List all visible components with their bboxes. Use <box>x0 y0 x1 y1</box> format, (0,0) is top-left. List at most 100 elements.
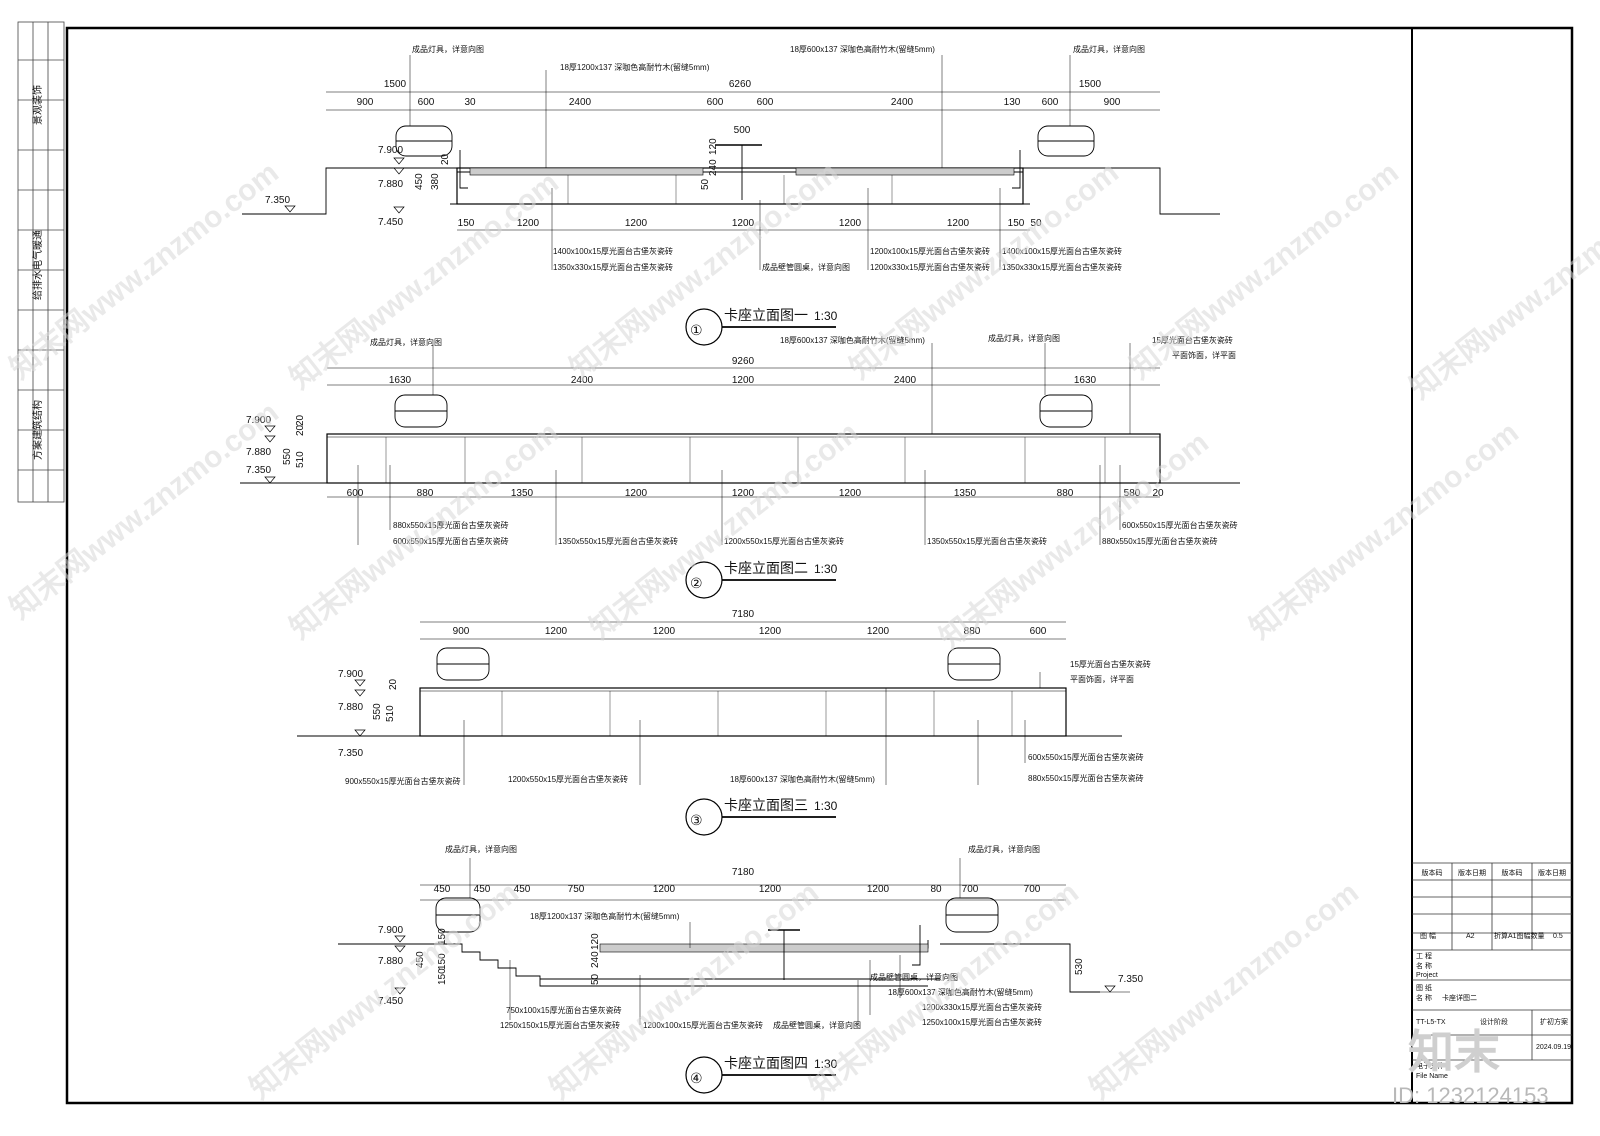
dim-label: 2400 <box>891 97 914 108</box>
elevation-scale: 1:30 <box>814 1057 838 1071</box>
dim-label: 20 <box>1152 488 1164 499</box>
dim-label: 1200 <box>732 488 755 499</box>
callout-note: 成品灯具，详意向图 <box>1073 44 1145 54</box>
callout-note: 880x550x15厚光面台古堡灰瓷砖 <box>1028 773 1144 783</box>
vdim-label: 20 <box>388 678 399 690</box>
level-label: 7.900 <box>378 925 403 936</box>
elevation-3 <box>297 621 1122 836</box>
callout-note: 成品灯具，详意向图 <box>412 44 484 54</box>
dim-label: 2400 <box>569 97 592 108</box>
callout-note: 750x100x15厚光面台古堡灰瓷砖 <box>506 1005 622 1015</box>
tb-value: A2 <box>1466 933 1475 940</box>
watermark-text: 知末网www.znzmo.com <box>1124 156 1405 386</box>
dim-label: 2400 <box>894 375 917 386</box>
tb-value: 2024.09.19 <box>1536 1044 1571 1051</box>
tb-label: 电子文件名 <box>1416 1061 1451 1070</box>
watermark-text: 知末网www.znzmo.com <box>244 876 525 1106</box>
dim-label: 1630 <box>389 375 412 386</box>
vdim-label: 120 <box>708 138 719 155</box>
dim-label: 1200 <box>653 626 676 637</box>
dim-label: 1500 <box>384 79 407 90</box>
callout-note: 1350x330x15厚光面台古堡灰瓷砖 <box>553 262 673 272</box>
callout-note: 900x550x15厚光面台古堡灰瓷砖 <box>345 776 461 786</box>
outer-frame <box>65 26 1574 1105</box>
dim-label: 1200 <box>545 626 568 637</box>
elevation-4 <box>338 858 1130 1094</box>
callout-note: 1250x100x15厚光面台古堡灰瓷砖 <box>922 1017 1042 1027</box>
callout-note: 18厚1200x137 深咖色高耐竹木(留缝5mm) <box>530 911 680 921</box>
callout-note: 600x550x15厚光面台古堡灰瓷砖 <box>1122 520 1238 530</box>
tb-header: 版本码 <box>1422 868 1443 877</box>
callout-note: 成品灯具，详意向图 <box>445 844 517 854</box>
elevation-scale: 1:30 <box>814 562 838 576</box>
tb-value: TT-L5-TX <box>1416 1019 1446 1026</box>
watermark-text: 知末网www.znzmo.com <box>4 156 285 386</box>
dim-label: 150 <box>458 218 475 229</box>
dim-label: 600 <box>347 488 364 499</box>
dim-label: 600 <box>418 97 435 108</box>
dim-label: 750 <box>568 884 585 895</box>
dim-label: 900 <box>1104 97 1121 108</box>
dim-label: 1200 <box>732 218 755 229</box>
callout-note: 1200x550x15厚光面台古堡灰瓷砖 <box>508 774 628 784</box>
dim-label: 130 <box>1004 97 1021 108</box>
watermark-text: 知末网www.znzmo.com <box>1084 876 1365 1106</box>
dim-label: 880 <box>417 488 434 499</box>
callout-note: 成品灯具，详意向图 <box>968 844 1040 854</box>
callout-note: 880x550x15厚光面台古堡灰瓷砖 <box>393 520 509 530</box>
callout-note: 18厚600x137 深咖色高耐竹木(留缝5mm) <box>730 774 875 784</box>
dim-label: 700 <box>962 884 979 895</box>
watermark-brand: 知末 <box>1408 1026 1500 1078</box>
dim-label: 600 <box>1030 626 1047 637</box>
tb-label: 设计阶段 <box>1480 1017 1508 1026</box>
level-label: 7.350 <box>338 748 363 759</box>
tb-value: 卡座详图二 <box>1442 993 1477 1002</box>
dim-label: 1200 <box>625 488 648 499</box>
dim-label: 600 <box>1042 97 1059 108</box>
level-label: 7.880 <box>378 179 403 190</box>
elevation-title: 卡座立面图二 <box>724 560 808 576</box>
dim-label: 1200 <box>759 884 782 895</box>
side-label-landscape: 景观装饰 <box>31 85 44 125</box>
callout-note: 1350x550x15厚光面台古堡灰瓷砖 <box>558 536 678 546</box>
tb-header: 版本日期 <box>1538 868 1566 877</box>
elevation-title: 卡座立面图三 <box>724 797 808 813</box>
tb-label: Project <box>1416 972 1438 979</box>
dim-label: 2400 <box>571 375 594 386</box>
callout-note: 1350x550x15厚光面台古堡灰瓷砖 <box>927 536 1047 546</box>
dim-label: 9260 <box>732 356 755 367</box>
dim-label: 1200 <box>517 218 540 229</box>
dim-label: 50 <box>1030 218 1042 229</box>
tb-label: 图 幅 <box>1420 931 1436 940</box>
callout-note: 600x550x15厚光面台古堡灰瓷砖 <box>393 536 509 546</box>
level-label: 7.350 <box>265 195 290 206</box>
vdim-label: 510 <box>385 705 396 722</box>
left-sidebar-table <box>17 21 65 503</box>
watermark-text: 知末网www.znzmo.com <box>1244 416 1525 646</box>
tb-header: 版本日期 <box>1458 868 1486 877</box>
level-label: 7.880 <box>246 447 271 458</box>
elevation-2 <box>240 343 1240 599</box>
elevation-scale: 1:30 <box>814 309 838 323</box>
dim-label: 150 <box>1008 218 1025 229</box>
dim-label: 80 <box>930 884 942 895</box>
elevation-1 <box>242 55 1220 346</box>
level-label: 7.900 <box>246 415 271 426</box>
dim-label: 7180 <box>732 609 755 620</box>
callout-note: 18厚600x137 深咖色高耐竹木(留缝5mm) <box>780 335 925 345</box>
circle-number: ① <box>690 322 703 338</box>
callout-note: 成品壁管圆桌，详意向图 <box>762 262 850 272</box>
tb-value: 扩初方案 <box>1540 1017 1568 1026</box>
callout-note: 880x550x15厚光面台古堡灰瓷砖 <box>1102 536 1218 546</box>
dim-label: 880 <box>964 626 981 637</box>
callout-note: 1200x100x15厚光面台古堡灰瓷砖 <box>643 1020 763 1030</box>
elevation-title: 卡座立面图一 <box>724 307 808 323</box>
dim-label: 6260 <box>729 79 752 90</box>
dim-label: 1500 <box>1079 79 1102 90</box>
level-label: 7.450 <box>378 996 403 1007</box>
watermark-id: ID: 1232124153 <box>1392 1083 1549 1108</box>
vdim-label: 150 <box>437 953 448 970</box>
circle-number: ② <box>690 575 703 591</box>
